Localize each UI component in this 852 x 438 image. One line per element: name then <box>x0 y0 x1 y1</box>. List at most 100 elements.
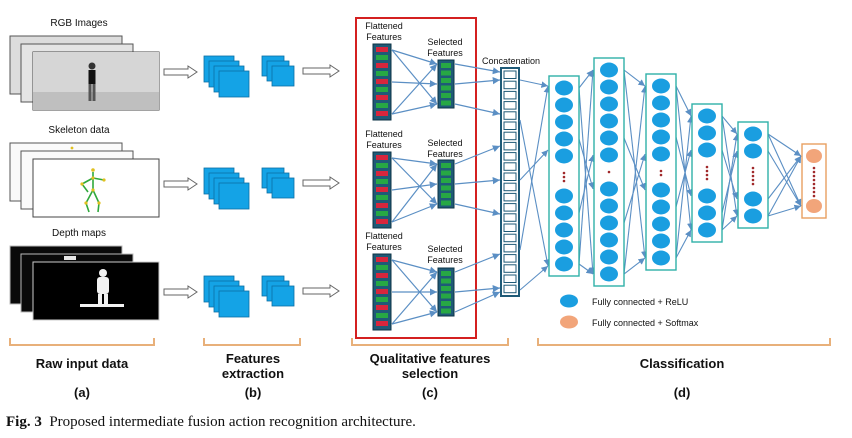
relu-node <box>600 266 618 282</box>
section-qualitative-line2: selection <box>402 366 458 381</box>
softmax-layer <box>801 143 827 219</box>
selected-label-3: Selected Features <box>427 244 463 265</box>
fc-layer-2 <box>593 57 625 287</box>
flattened-label-3: Flattened Features <box>365 231 403 252</box>
skeleton-image-stack <box>9 142 160 218</box>
cnn-block-1 <box>203 55 295 98</box>
relu-node <box>652 233 670 249</box>
relu-node <box>555 222 573 238</box>
figure-caption: Fig. 3 Proposed intermediate fusion acti… <box>6 414 416 431</box>
legend: Fully connected + ReLU Fully connected +… <box>560 294 699 329</box>
cnn-block-2 <box>203 167 295 210</box>
selected-vector-2 <box>437 159 455 209</box>
skeleton-data-title: Skeleton data <box>48 125 110 136</box>
depth-silhouette <box>80 269 124 307</box>
letter-a: (a) <box>74 385 90 400</box>
svg-text:Features: Features <box>366 140 402 150</box>
relu-node <box>744 143 762 159</box>
svg-text:Flattened: Flattened <box>365 231 403 241</box>
relu-node <box>652 95 670 111</box>
relu-node <box>600 62 618 78</box>
relu-node <box>652 182 670 198</box>
relu-node <box>698 125 716 141</box>
legend-relu-icon <box>560 294 578 308</box>
depth-maps-title: Depth maps <box>52 228 106 239</box>
relu-node <box>600 181 618 197</box>
svg-text:Features: Features <box>366 242 402 252</box>
selected-vector-3 <box>437 267 455 317</box>
fc-layer-5 <box>737 121 769 229</box>
relu-node <box>600 113 618 129</box>
relu-node <box>555 114 573 130</box>
relu-node <box>600 232 618 248</box>
softmax-node <box>806 199 822 213</box>
svg-text:Features: Features <box>427 48 463 58</box>
selected-feature-vectors <box>437 59 455 317</box>
svg-text:Features: Features <box>427 149 463 159</box>
flattened-vector-2 <box>372 151 392 229</box>
flattened-vector-3 <box>372 253 392 331</box>
section-braces <box>9 338 831 346</box>
section-features-line2: extraction <box>222 366 284 381</box>
relu-node <box>600 79 618 95</box>
relu-node <box>555 205 573 221</box>
input-to-cnn-arrows <box>163 65 198 299</box>
rgb-images-title: RGB Images <box>50 18 107 29</box>
relu-node <box>652 78 670 94</box>
flattened-vector-1 <box>372 43 392 121</box>
relu-node <box>555 131 573 147</box>
fc-layer-1 <box>548 75 580 277</box>
svg-text:Selected: Selected <box>427 37 462 47</box>
relu-node <box>652 199 670 215</box>
svg-text:Features: Features <box>427 255 463 265</box>
fully-connected-layers <box>548 57 827 287</box>
relu-node <box>600 249 618 265</box>
brace-features-extraction <box>203 338 301 346</box>
relu-node <box>555 239 573 255</box>
selected-vector-1 <box>437 59 455 109</box>
relu-node <box>600 96 618 112</box>
person-figure <box>88 62 96 101</box>
relu-node <box>600 215 618 231</box>
fc-layer-4 <box>691 103 723 243</box>
brace-classification <box>537 338 831 346</box>
selection-connections <box>391 49 438 325</box>
brace-qualitative-selection <box>351 338 509 346</box>
legend-softmax-icon <box>560 315 578 329</box>
cnn-to-flatten-arrows <box>302 64 340 298</box>
fc-layer-3 <box>645 73 677 271</box>
relu-node <box>555 80 573 96</box>
flattened-feature-vectors <box>372 43 392 331</box>
relu-node <box>555 188 573 204</box>
flattened-label-2: Flattened Features <box>365 129 403 150</box>
relu-node <box>555 256 573 272</box>
relu-node <box>652 250 670 266</box>
svg-text:Flattened: Flattened <box>365 21 403 31</box>
concat-connections <box>454 63 501 313</box>
depth-image-stack <box>9 245 160 321</box>
section-classification: Classification <box>640 356 725 371</box>
softmax-node <box>806 149 822 163</box>
caption-prefix: Fig. 3 <box>6 414 42 430</box>
feature-selection-box <box>355 17 477 339</box>
relu-node <box>555 148 573 164</box>
relu-node <box>600 198 618 214</box>
relu-node <box>600 130 618 146</box>
cnn-feature-extractors <box>203 55 295 318</box>
letter-d: (d) <box>674 385 691 400</box>
svg-text:Features: Features <box>366 32 402 42</box>
letter-c: (c) <box>422 385 438 400</box>
relu-node <box>698 142 716 158</box>
brace-raw-input <box>9 338 155 346</box>
selected-label-1: Selected Features <box>427 37 463 58</box>
svg-text:Selected: Selected <box>427 244 462 254</box>
relu-node <box>744 126 762 142</box>
selected-label-2: Selected Features <box>427 138 463 159</box>
svg-text:Selected: Selected <box>427 138 462 148</box>
caption-text: Proposed intermediate fusion action reco… <box>49 414 416 430</box>
relu-node <box>600 147 618 163</box>
fc-connections <box>519 69 802 291</box>
relu-node <box>698 108 716 124</box>
relu-node <box>555 97 573 113</box>
